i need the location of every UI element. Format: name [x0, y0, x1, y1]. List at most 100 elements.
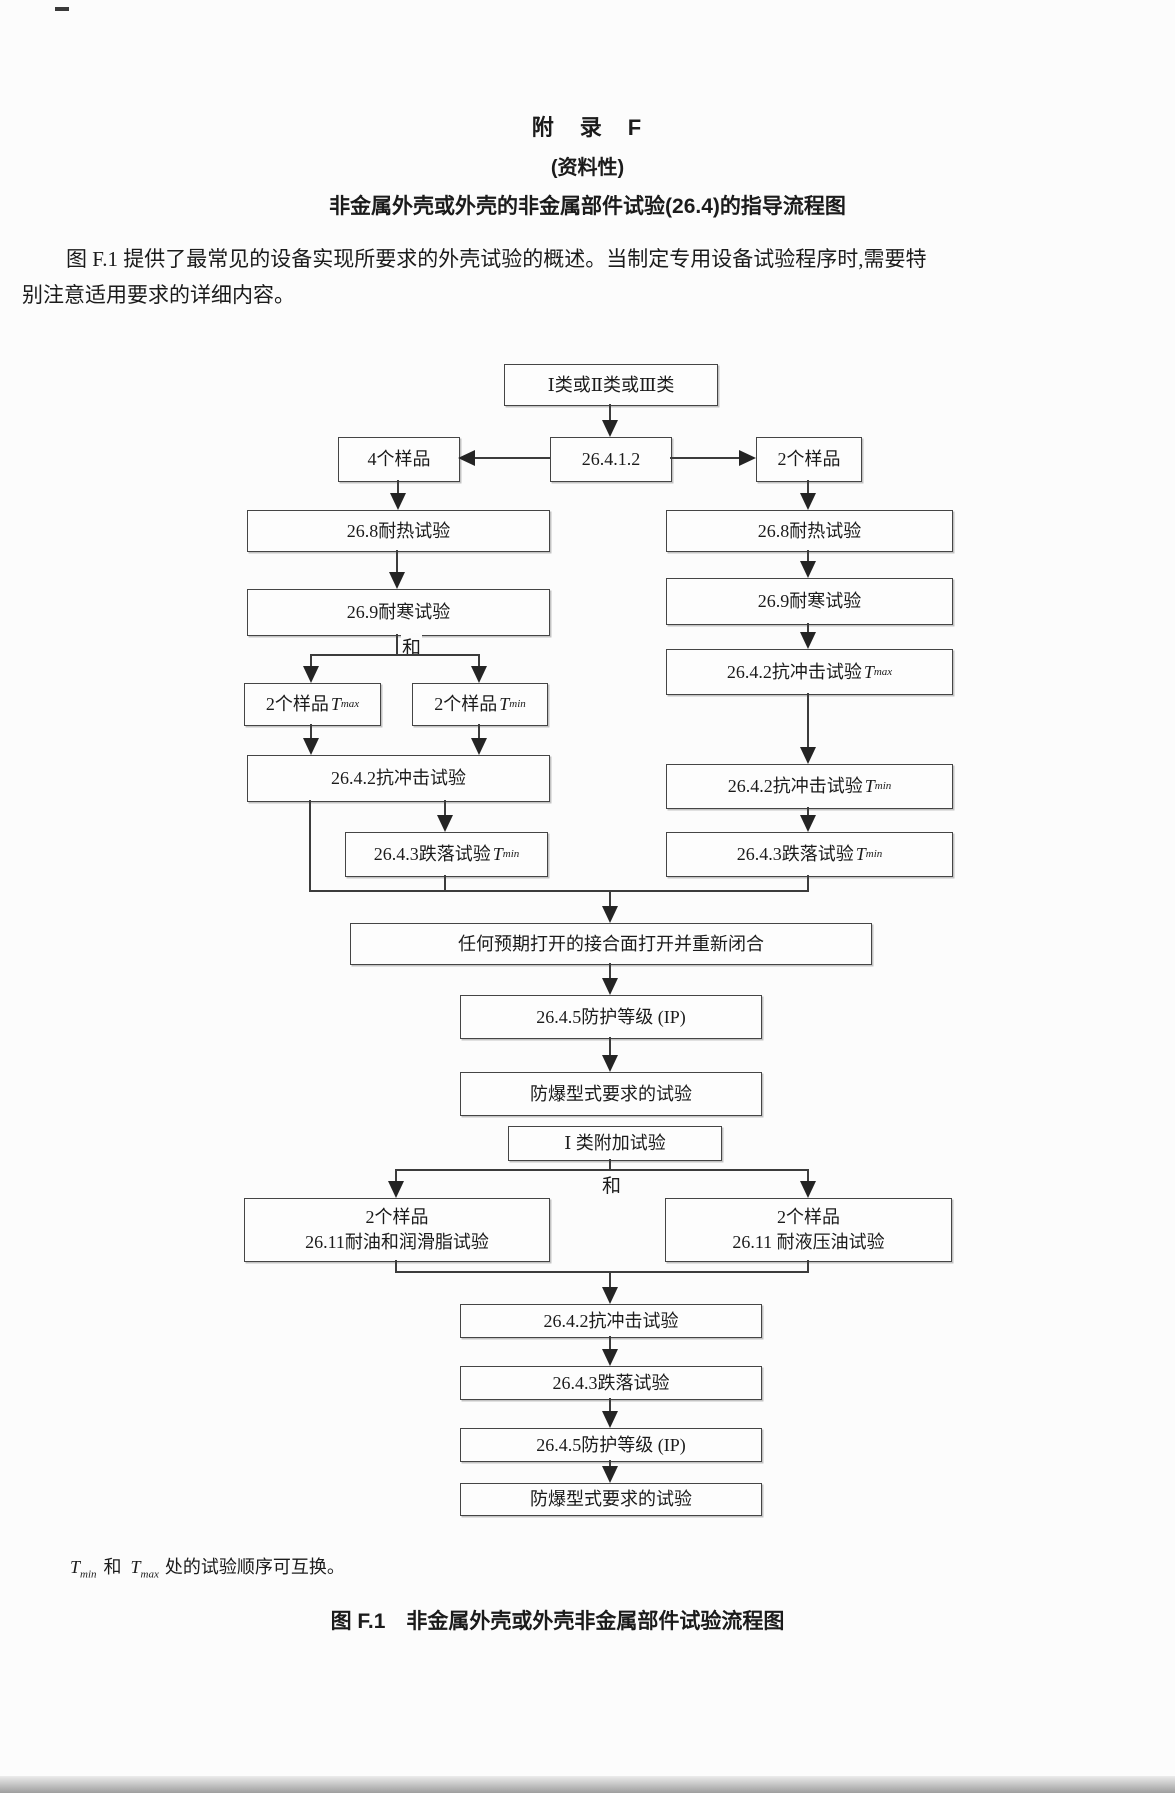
flow-node-left-impact-test: 26.4.2抗冲击试验: [247, 755, 550, 802]
flow-node-right-cold-test: 26.9耐寒试验: [666, 578, 953, 625]
node-label: 2个样品: [265, 694, 329, 715]
arrowhead-down-icon: [471, 738, 487, 755]
and-label: 和: [401, 633, 423, 660]
flow-node-2-samples: 2个样品: [756, 437, 862, 482]
arrowhead-down-icon: [800, 632, 816, 649]
temperature-variable: T: [330, 694, 341, 715]
temperature-subscript: min: [80, 1568, 97, 1581]
node-label: 26.4.2抗冲击试验: [331, 768, 466, 789]
node-label: 26.4.2抗冲击试验: [726, 661, 862, 682]
arrowhead-down-icon: [800, 1181, 816, 1198]
arrowhead-down-icon: [800, 493, 816, 510]
node-label: 任何预期打开的接合面打开并重新闭合: [458, 933, 764, 954]
arrowhead-right-icon: [739, 450, 756, 466]
node-label: Ⅰ类或Ⅱ类或Ⅲ类: [547, 374, 675, 395]
flow-node-ex-type-tests-2: 防爆型式要求的试验: [460, 1483, 762, 1516]
flow-node-4-samples: 4个样品: [338, 437, 460, 482]
informative-label: (资料性): [550, 157, 625, 179]
connector-line: [396, 550, 398, 573]
arrowhead-down-icon: [602, 1287, 618, 1304]
flow-node-ex-type-tests-1: 防爆型式要求的试验: [460, 1072, 762, 1116]
connector-line: [609, 1336, 611, 1351]
node-label: 26.4.3跌落试验: [552, 1372, 670, 1393]
connector-line: [310, 724, 312, 739]
connector-line: [396, 634, 398, 655]
temperature-variable: T: [863, 661, 874, 682]
node-label: 26.4.5防护等级 (IP): [536, 1434, 686, 1455]
connector-line: [478, 654, 480, 667]
footnote-text: 处的试验顺序可互换。: [164, 1557, 345, 1577]
and-label: 和: [601, 1171, 623, 1198]
temperature-subscript: max: [873, 665, 893, 678]
node-label: 26.4.2抗冲击试验: [727, 776, 863, 797]
connector-line: [444, 875, 446, 891]
node-label: Ⅰ 类附加试验: [564, 1133, 666, 1154]
flow-node-oil-grease-test: 2个样品 26.11耐油和润滑脂试验: [244, 1198, 550, 1262]
arrowhead-down-icon: [303, 738, 319, 755]
connector-line: [807, 1260, 809, 1273]
arrowhead-down-icon: [602, 1055, 618, 1072]
node-label: 26.8耐热试验: [346, 520, 451, 541]
flow-node-ip-rating-2: 26.4.5防护等级 (IP): [460, 1428, 762, 1462]
flow-node-impact-test-final: 26.4.2抗冲击试验: [460, 1304, 762, 1338]
intro-paragraph-line1: 图 F.1 提供了最常见的设备实现所要求的外壳试验的概述。当制定专用设备试验程序…: [66, 247, 927, 271]
connector-line: [609, 1271, 611, 1289]
connector-line: [609, 1037, 611, 1057]
connector-line: [807, 875, 809, 891]
connector-line: [807, 693, 809, 748]
node-label: 2个样品: [777, 449, 841, 470]
temperature-subscript: max: [140, 1568, 159, 1581]
node-label: 防爆型式要求的试验: [530, 1489, 692, 1510]
temperature-subscript: min: [502, 848, 520, 861]
temperature-variable: T: [130, 1557, 141, 1577]
temperature-subscript: min: [874, 780, 892, 793]
connector-line: [609, 1159, 611, 1171]
connector-line: [311, 654, 479, 656]
temperature-variable: T: [492, 844, 503, 865]
connector-line: [609, 1460, 611, 1468]
arrowhead-down-icon: [602, 420, 618, 437]
connector-line: [609, 404, 611, 422]
flow-node-ip-rating-1: 26.4.5防护等级 (IP): [460, 995, 762, 1039]
arrowhead-down-icon: [602, 1349, 618, 1366]
node-label-line2: 26.11耐油和润滑脂试验: [305, 1232, 489, 1252]
arrowhead-down-icon: [602, 1411, 618, 1428]
node-label-line2: 26.11 耐液压油试验: [732, 1232, 885, 1252]
flow-node-left-cold-test: 26.9耐寒试验: [247, 589, 550, 636]
temperature-subscript: min: [865, 848, 883, 861]
connector-line: [475, 457, 550, 459]
arrowhead-down-icon: [800, 815, 816, 832]
flow-node-hydraulic-oil-test: 2个样品 26.11 耐液压油试验: [665, 1198, 952, 1262]
connector-line: [807, 480, 809, 494]
node-label-line1: 2个样品: [365, 1207, 429, 1228]
flow-node-ref-26412: 26.4.1.2: [550, 437, 672, 482]
footnote-text: 和: [103, 1557, 122, 1577]
connector-line: [609, 890, 611, 907]
temperature-variable: T: [70, 1557, 81, 1577]
connector-line: [609, 963, 611, 979]
section-title: 非金属外壳或外壳的非金属部件试验(26.4)的指导流程图: [329, 195, 846, 218]
node-label-line1: 2个样品: [777, 1207, 840, 1228]
connector-line: [395, 1260, 397, 1273]
temperature-variable: T: [855, 844, 866, 865]
flow-node-reclose: 任何预期打开的接合面打开并重新闭合: [350, 923, 872, 965]
node-label: 2个样品: [434, 694, 498, 715]
arrowhead-down-icon: [800, 561, 816, 578]
connector-line: [807, 623, 809, 634]
connector-line: [396, 1169, 809, 1171]
arrowhead-down-icon: [390, 493, 406, 510]
connector-line: [444, 800, 446, 816]
flow-node-left-heat-test: 26.8耐热试验: [247, 510, 550, 552]
arrowhead-down-icon: [602, 978, 618, 995]
intro-paragraph-line2: 别注意适用要求的详细内容。: [22, 283, 295, 307]
arrowhead-down-icon: [389, 572, 405, 589]
connector-line: [478, 724, 480, 739]
connector-line: [309, 800, 311, 892]
